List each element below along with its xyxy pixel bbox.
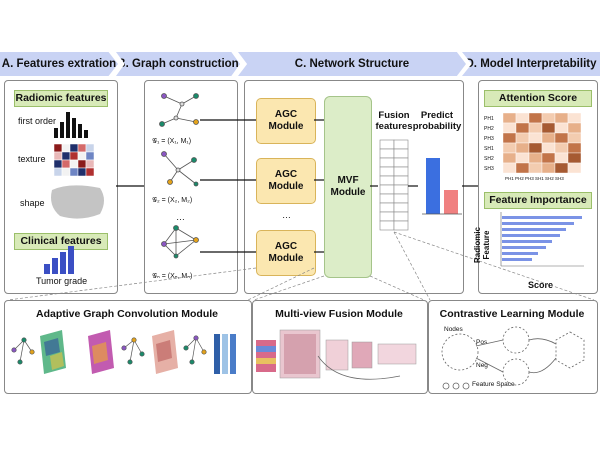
feature-space-label: Feature Space	[472, 381, 515, 388]
predict-bars	[422, 158, 462, 215]
panel-graph	[144, 80, 238, 294]
agc-module-1: AGC Module	[256, 98, 316, 144]
nodes-label: Nodes	[444, 326, 463, 333]
attention-heatmap	[502, 112, 582, 174]
graph-ellipsis: …	[176, 212, 185, 222]
heatmap-row-label: PH2	[484, 126, 494, 132]
attention-score-label: Attention Score	[484, 90, 592, 107]
graph-n-label: 𝒢ₙ = (Xₙ, Mₙ)	[152, 273, 193, 280]
predict-probability-label: Predict probability	[412, 110, 462, 132]
connectors-b-c	[200, 119, 378, 253]
fusion-features-label: Fusion features	[375, 110, 413, 132]
cl-detail-panel	[428, 300, 598, 394]
first-order-histogram	[54, 112, 88, 138]
pos-label: Pos	[476, 339, 488, 346]
first-order-label: first order	[18, 116, 57, 126]
feature-importance-label: Feature Importance	[484, 192, 592, 209]
tumor-grade-label: Tumor grade	[36, 276, 88, 286]
shape-label: shape	[20, 198, 45, 208]
radiomic-features-label: Radiomic features	[14, 90, 108, 107]
texture-matrix	[53, 143, 95, 177]
mvf-detail-title: Multi-view Fusion Module	[275, 308, 403, 320]
heatmap-row-label: PH1	[484, 116, 494, 122]
shape-blob	[51, 185, 104, 219]
tumor-grade-bars	[44, 246, 74, 274]
heatmap-col-labels: PH1 PH2 PH3 SH1 SH2 SH3	[505, 176, 564, 181]
agc-ellipsis: …	[282, 210, 291, 220]
texture-label: texture	[18, 154, 46, 164]
predict-bar-1	[426, 158, 440, 214]
callout-lines	[7, 231, 595, 301]
mvf-module: MVF Module	[324, 96, 372, 278]
graph-n	[161, 225, 199, 259]
feature-importance-bars	[500, 212, 584, 267]
agc-detail-title: Adaptive Graph Convolution Module	[36, 308, 218, 320]
heatmap-row-label: PH3	[484, 136, 494, 142]
heatmap-row-label: SH1	[484, 146, 494, 152]
mvf-detail-graphics	[256, 329, 417, 380]
agc-detail-graphics	[11, 330, 236, 374]
agc-module-3: AGC Module	[256, 230, 316, 276]
graph-2	[161, 151, 199, 187]
clinical-features-label: Clinical features	[14, 233, 108, 250]
header-graph: B. Graph construction	[116, 52, 240, 76]
graph-2-label: 𝒢₂ = (X₂, M₂)	[152, 197, 193, 204]
header-features: A. Features extration	[0, 52, 118, 76]
heatmap-row-labels: PH1 PH2 PH3 SH1 SH2 SH3	[484, 114, 502, 174]
heatmap-row-label: SH3	[484, 166, 494, 172]
predict-bar-2	[444, 190, 458, 214]
header-interpretability: D. Model Interpretability	[462, 52, 600, 76]
neg-label: Neg	[476, 362, 488, 369]
header-network: C. Network Structure	[238, 52, 466, 76]
graph-1-label: 𝒢₁ = (X₁, M₁)	[152, 138, 192, 145]
cl-detail-title: Contrastive Learning Module	[439, 308, 585, 320]
graph-1	[159, 93, 199, 127]
score-axis-label: Score	[528, 280, 554, 290]
agc-module-2: AGC Module	[256, 158, 316, 204]
cl-detail-graphics	[441, 326, 585, 390]
heatmap-row-label: SH2	[484, 156, 494, 162]
fusion-vector	[379, 139, 409, 231]
